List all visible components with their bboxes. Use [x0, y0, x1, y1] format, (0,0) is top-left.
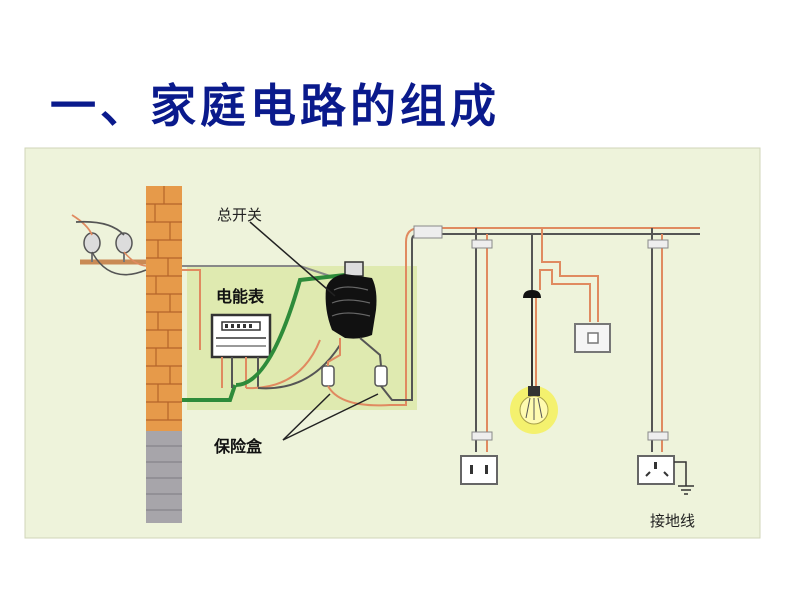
brick-wall — [146, 186, 182, 523]
page-title: 一、家庭电路的组成 — [50, 79, 500, 133]
wall-switch — [574, 323, 611, 353]
ground-wire-symbol — [674, 461, 694, 495]
three-pin-socket — [637, 455, 675, 485]
service-drop-insulators — [71, 214, 147, 276]
label-ground-wire: 接地线 — [650, 512, 695, 530]
lamp-branch — [531, 228, 599, 322]
electric-meter — [210, 273, 346, 390]
light-bulb — [510, 386, 558, 434]
two-pin-socket — [460, 455, 498, 485]
callout-lines — [249, 221, 379, 441]
label-main-switch: 总开关 — [217, 206, 262, 224]
lamp-holder — [523, 290, 541, 386]
distribution-wires — [405, 225, 700, 243]
socket-branch-right — [647, 228, 669, 452]
label-fuse-box: 保险盒 — [213, 437, 263, 456]
socket-branch-left — [471, 228, 493, 452]
fuse-boxes — [321, 240, 413, 407]
label-electric-meter: 电能表 — [216, 287, 265, 306]
main-switch — [325, 261, 377, 339]
